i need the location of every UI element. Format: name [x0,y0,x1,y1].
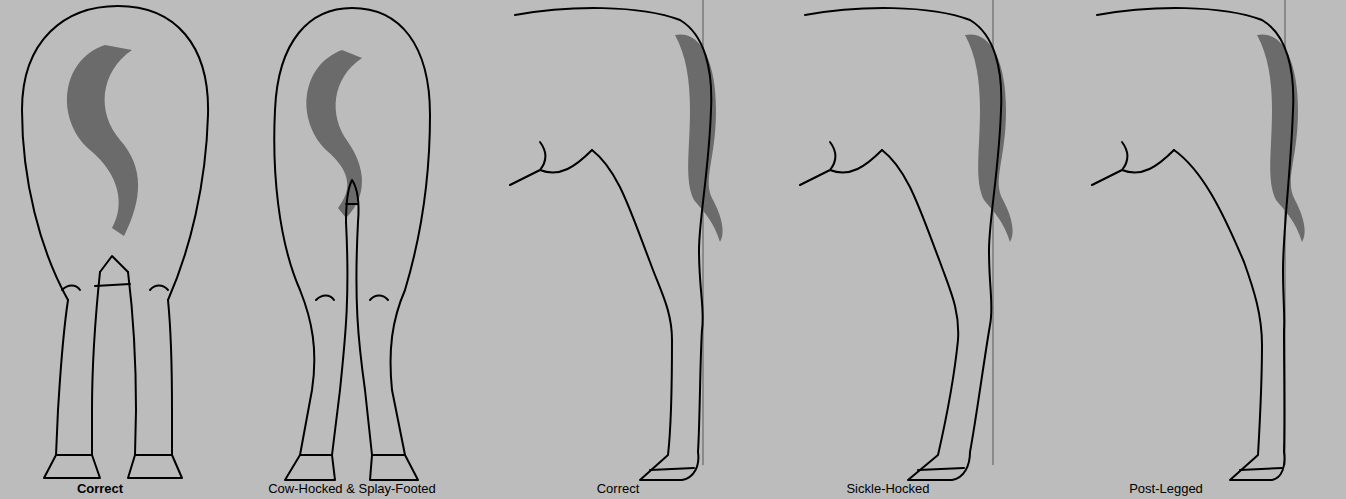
figure-label: Sickle-Hocked [846,481,929,496]
rear-view-correct [22,6,208,478]
figure-label: Correct [77,481,123,496]
rear-view-cow-hocked [274,8,430,480]
figure-label: Correct [597,481,640,496]
figure-label: Cow-Hocked & Splay-Footed [268,481,436,496]
side-view-sickle-hocked [800,0,1013,480]
side-view-post-legged [1092,0,1305,480]
figure-label: Post-Legged [1129,481,1203,496]
side-view-correct [510,0,723,480]
